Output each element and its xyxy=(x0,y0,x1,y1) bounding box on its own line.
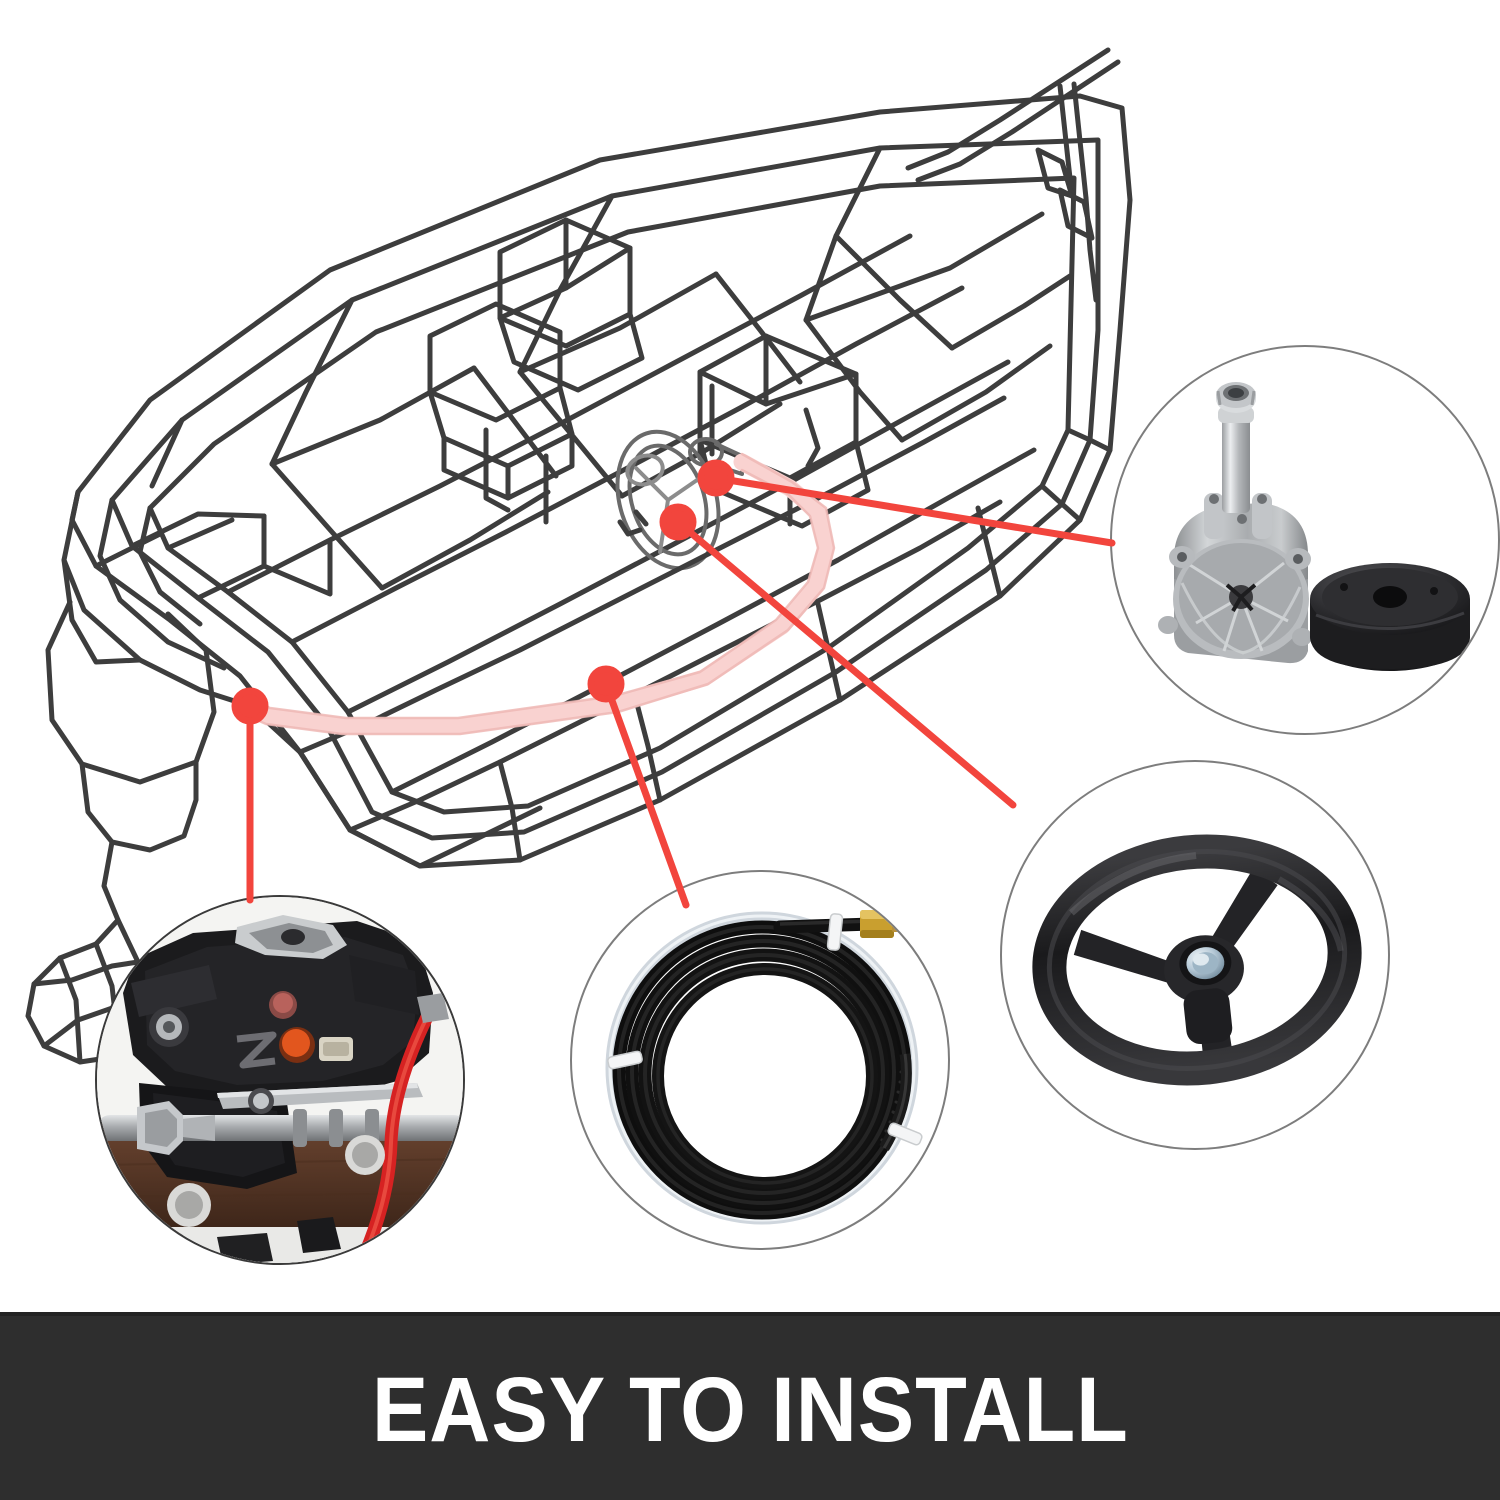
steering-cable-detail[interactable] xyxy=(570,870,950,1250)
rotary-helm xyxy=(1158,493,1312,664)
bottom-banner: EASY TO INSTALL xyxy=(0,1312,1500,1500)
zip-tie xyxy=(607,913,923,1146)
banner-headline: EASY TO INSTALL xyxy=(371,1359,1129,1461)
helm-unit-detail[interactable] xyxy=(1110,345,1500,735)
engine-mount-detail[interactable] xyxy=(95,895,465,1265)
bezel-cover xyxy=(1310,563,1470,671)
steering-wheel-detail[interactable] xyxy=(1000,760,1390,1150)
brass-fitting xyxy=(860,910,904,938)
steering-shaft xyxy=(1216,382,1256,513)
